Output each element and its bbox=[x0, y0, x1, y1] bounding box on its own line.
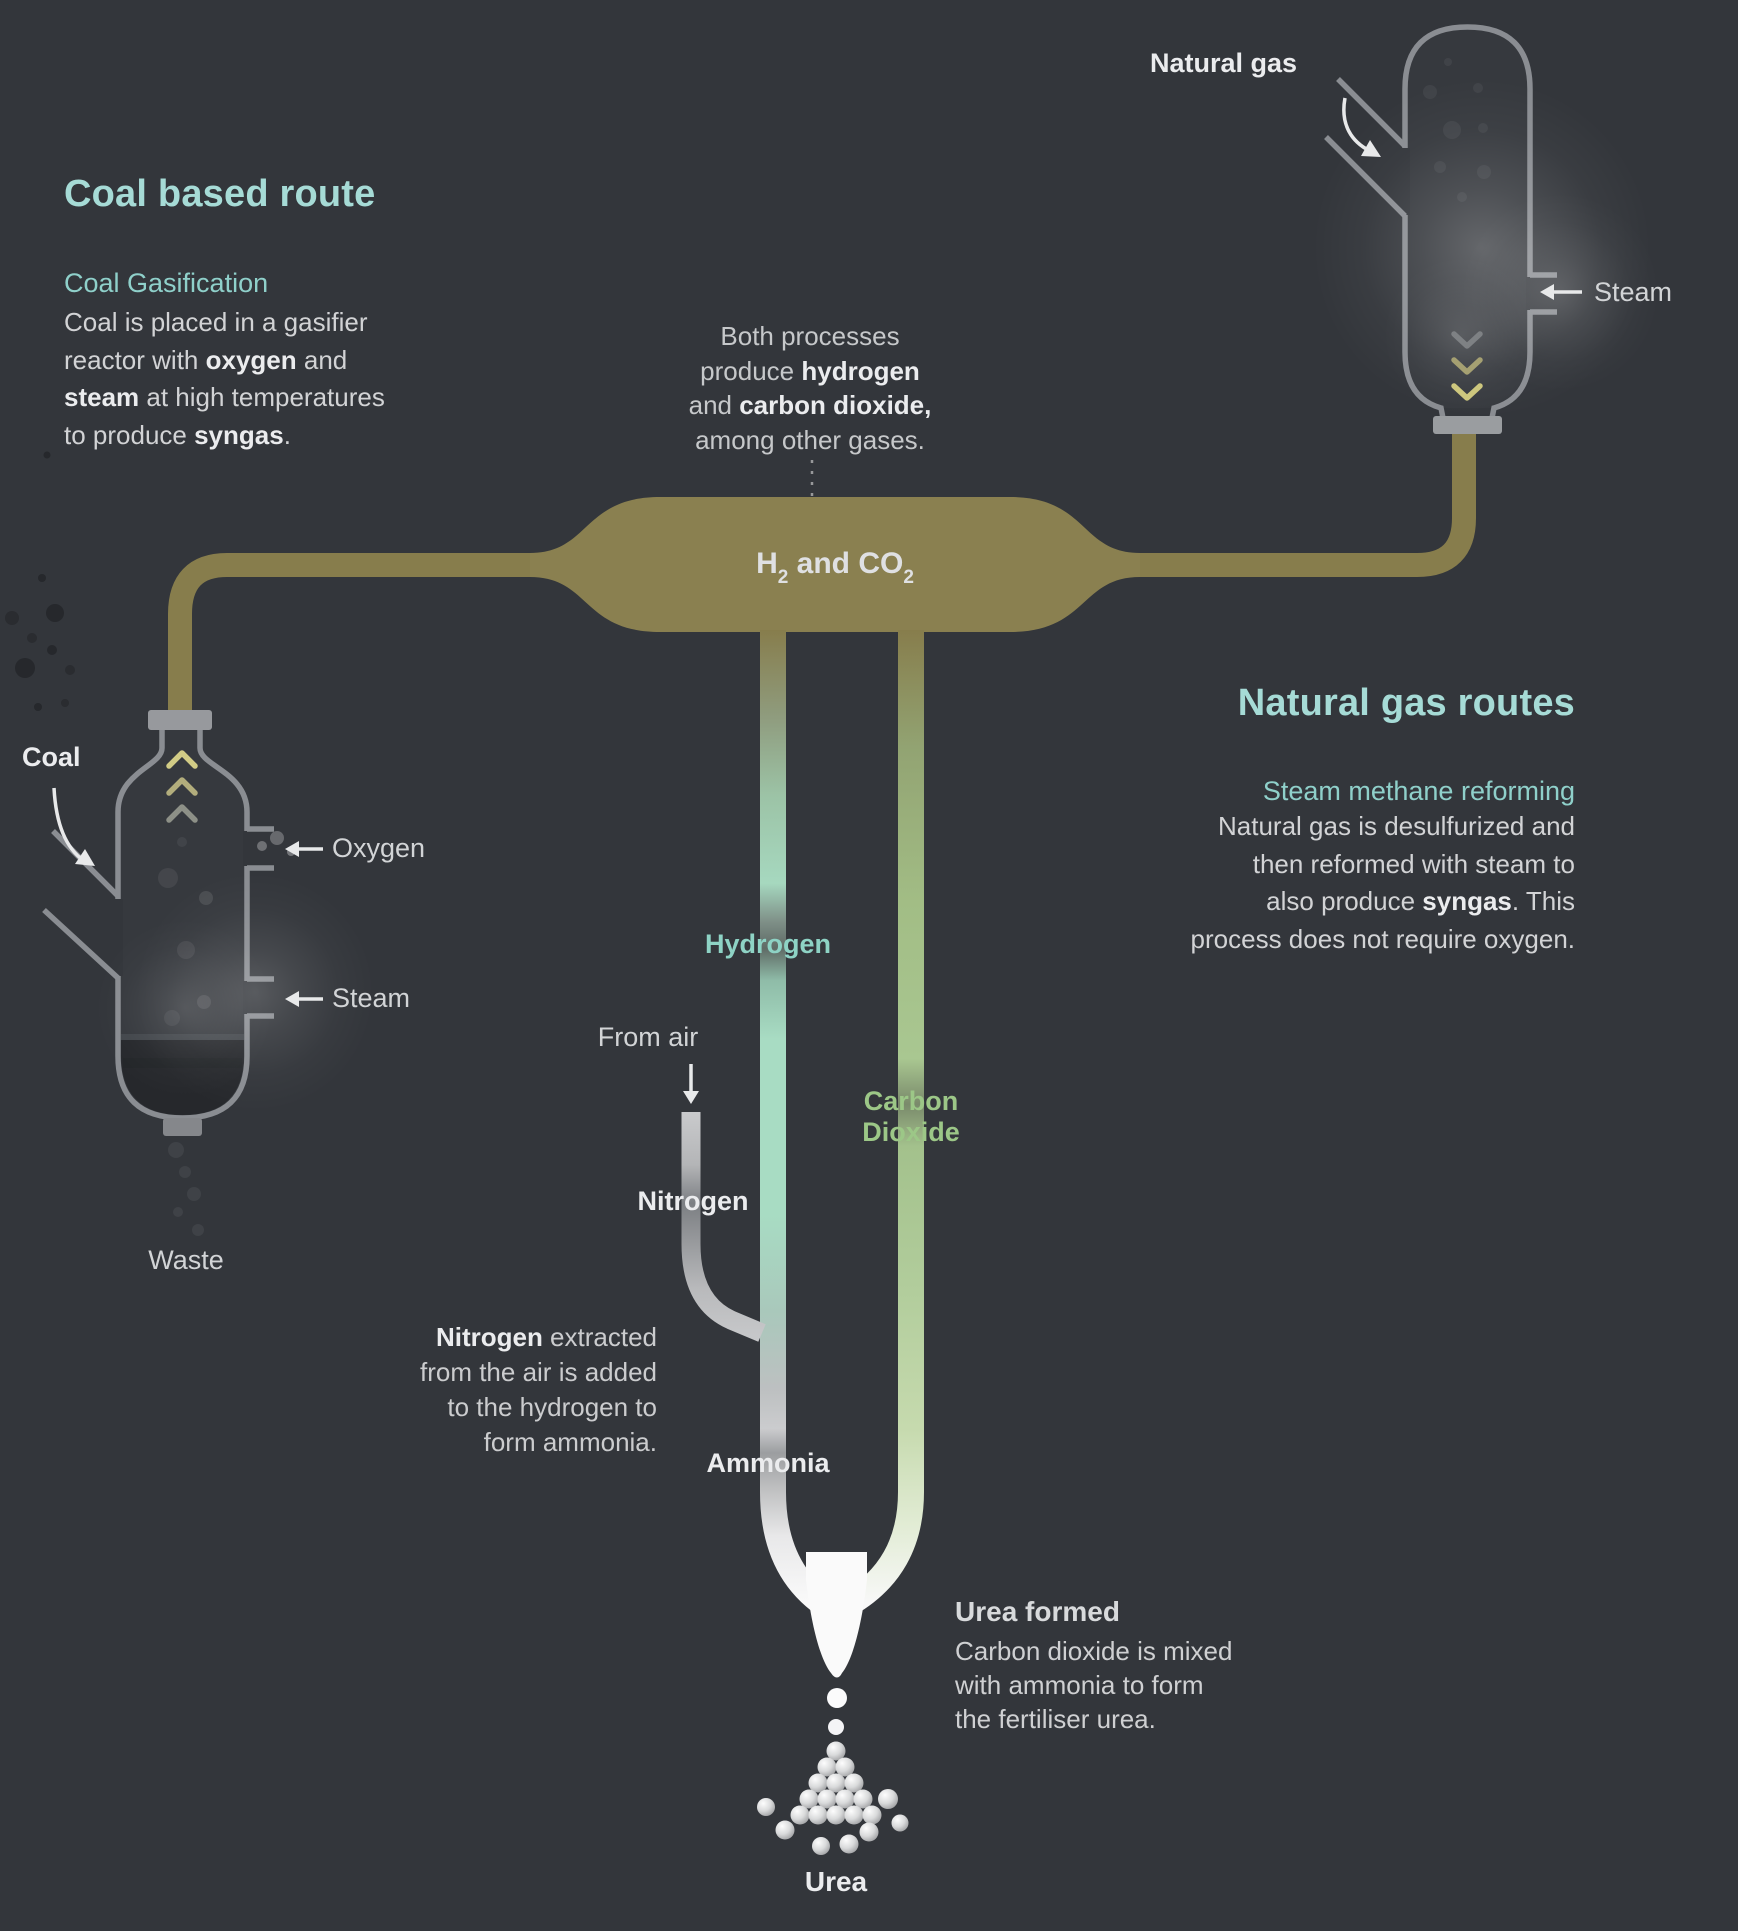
coal-dust-particles bbox=[5, 451, 75, 711]
urea-label: Urea bbox=[804, 1866, 868, 1897]
steam-reformer-label: Steam bbox=[1594, 277, 1673, 307]
nitrogen-label: Nitrogen bbox=[637, 1186, 749, 1216]
urea-formed-title: Urea formed bbox=[955, 1596, 1120, 1627]
h2-co2-label: H2 and CO2 bbox=[756, 547, 914, 588]
carbon-dioxide-label: Carbon Dioxide bbox=[862, 1086, 960, 1147]
steam-reformer-arrow-icon bbox=[1540, 284, 1582, 300]
urea-funnel bbox=[806, 1552, 867, 1735]
steam-gasifier-arrow-icon bbox=[285, 991, 323, 1007]
natural-gas-label: Natural gas bbox=[1150, 48, 1298, 78]
oxygen-arrow-icon bbox=[285, 841, 323, 857]
from-air-arrow-icon bbox=[683, 1064, 699, 1104]
urea-granules bbox=[757, 1741, 909, 1855]
reformer-bottom-collar bbox=[1433, 416, 1502, 434]
annotation-arrows bbox=[52, 97, 1582, 1104]
coal-route-title: Coal based route bbox=[64, 173, 376, 215]
gasifier-top-collar bbox=[148, 710, 212, 730]
oxygen-label: Oxygen bbox=[332, 833, 426, 863]
waste-label: Waste bbox=[148, 1245, 224, 1275]
syngas-pipe bbox=[168, 430, 1476, 716]
natural-gas-routes-title: Natural gas routes bbox=[1237, 682, 1575, 724]
natural-gas-arrow-icon bbox=[1342, 97, 1381, 157]
syngas-mixing-blob bbox=[530, 497, 1140, 632]
ammonia-label: Ammonia bbox=[706, 1448, 830, 1478]
coal-label: Coal bbox=[22, 742, 81, 772]
gasifier-spout bbox=[163, 1118, 202, 1136]
natural-gas-routes-subtitle: Steam methane reforming bbox=[1262, 776, 1575, 806]
nitrogen-pipe bbox=[681, 1112, 766, 1342]
from-air-label: From air bbox=[597, 1022, 699, 1052]
steam-gasifier-label: Steam bbox=[332, 983, 411, 1013]
coal-route-subtitle: Coal Gasification bbox=[64, 268, 269, 298]
hydrogen-label: Hydrogen bbox=[704, 929, 831, 959]
oxygen-bubbles bbox=[257, 831, 295, 856]
waste-drops bbox=[168, 1142, 204, 1236]
flow-chevrons bbox=[166, 331, 1483, 823]
coal-arrow-icon bbox=[52, 787, 95, 866]
